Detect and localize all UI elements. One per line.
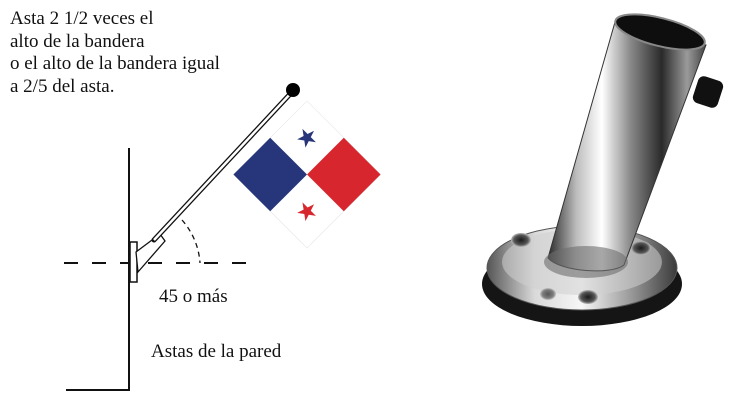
screw-hole-icon [540, 288, 556, 300]
tube-opening [614, 13, 706, 51]
angled-tube [547, 21, 707, 272]
side-set-screw [692, 76, 724, 108]
angle-arc [181, 219, 201, 264]
instruction-line: o el alto de la bandera igual [10, 53, 220, 74]
instruction-line: alto de la bandera [10, 30, 145, 52]
flag-white-field [233, 100, 381, 249]
screw-hole-icon [578, 290, 598, 304]
wall-mount-label: Astas de la pared [151, 341, 282, 362]
pole-socket [135, 233, 166, 274]
tube-collar [544, 246, 628, 278]
flag-proportion-instruction: Asta 2 1/2 veces el alto de la bandera o… [10, 8, 220, 98]
pole-finial [286, 83, 300, 97]
red-star-icon [297, 202, 316, 222]
stainless-socket-mount-photo [482, 13, 724, 326]
flagpole [153, 91, 293, 241]
instruction-line: a 2/5 del asta. [10, 75, 115, 97]
panama-flag [233, 100, 381, 249]
blue-star-icon [297, 128, 316, 148]
angle-label: 45 o más [159, 286, 228, 307]
screw-hole-icon [631, 241, 651, 255]
instruction-line: Asta 2 1/2 veces el [10, 8, 154, 29]
screw-hole-icon [511, 233, 531, 247]
wall-bracket [129, 241, 138, 283]
